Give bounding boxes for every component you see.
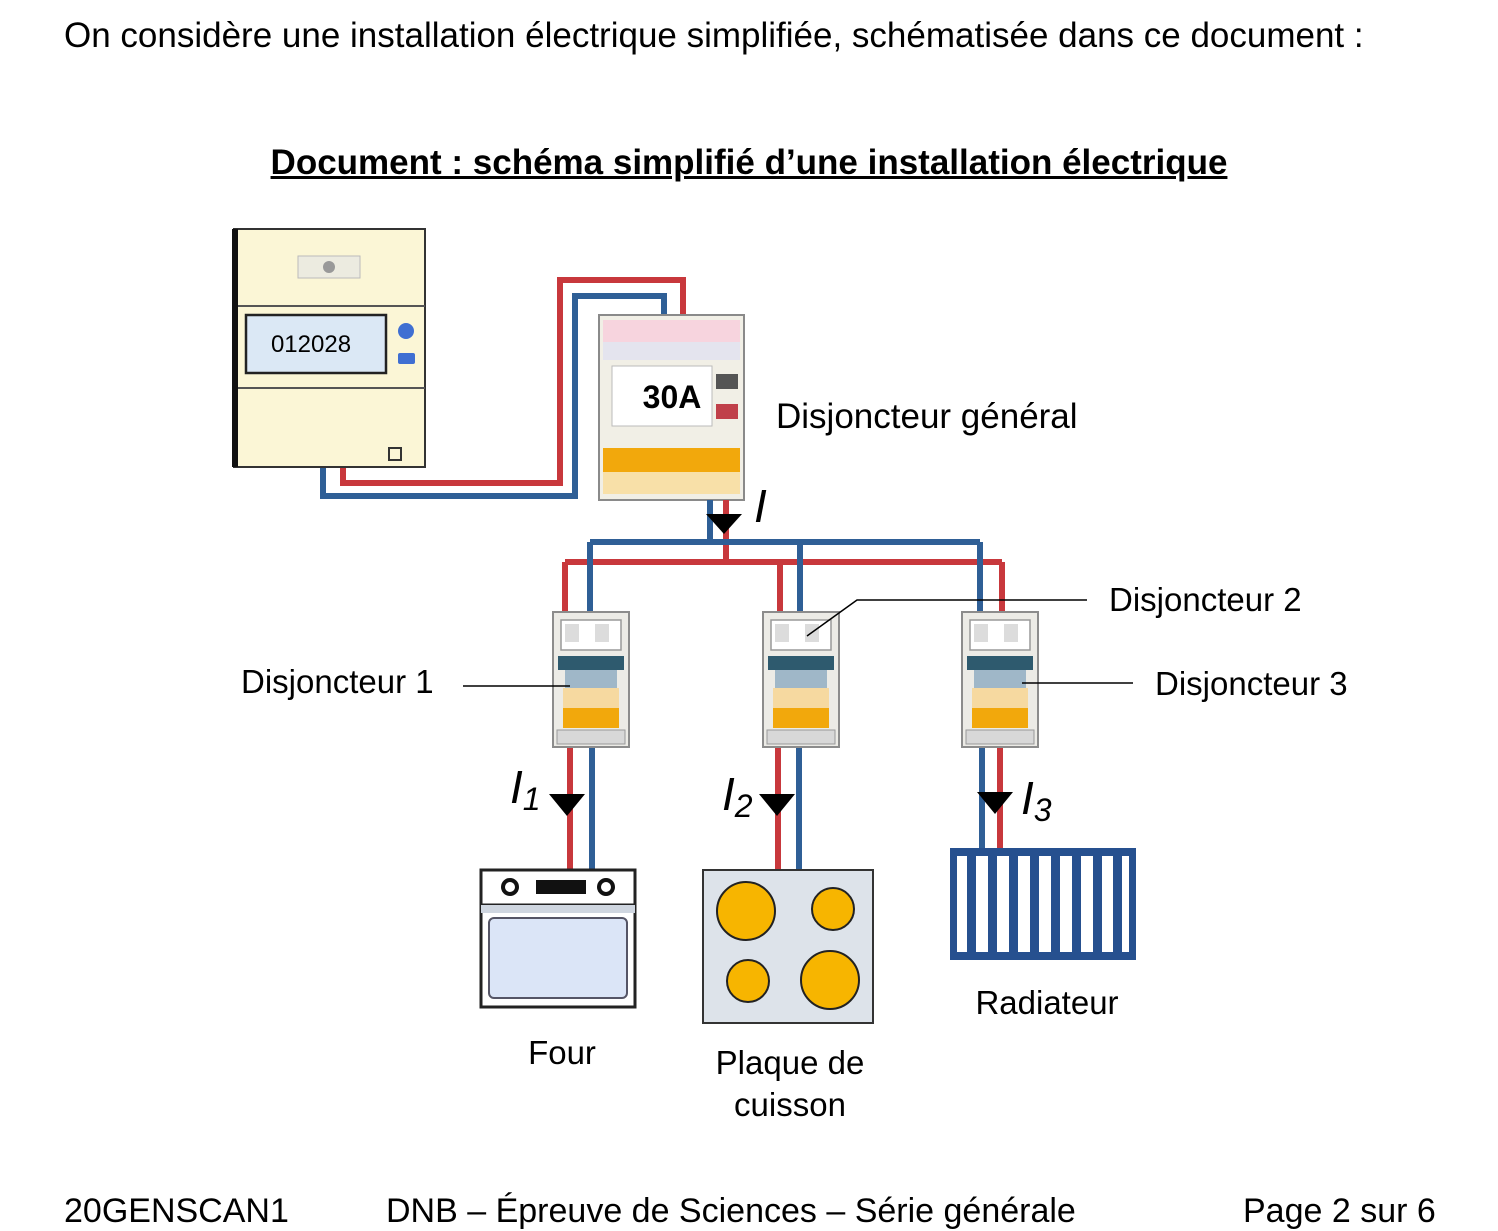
- footer-page: Page 2 sur 6: [1243, 1192, 1436, 1230]
- electric-meter: 012028: [232, 228, 426, 468]
- current-arrow-2: [759, 794, 795, 816]
- hob-label-line1: Plaque de: [716, 1044, 865, 1081]
- hob-label-line2: cuisson: [734, 1086, 846, 1123]
- current-total-label: I: [754, 480, 767, 532]
- footer-code: 20GENSCAN1: [64, 1192, 289, 1230]
- distribution-wires: [562, 500, 1005, 870]
- radiator-label: Radiateur: [975, 984, 1118, 1021]
- footer-exam: DNB – Épreuve de Sciences – Série généra…: [386, 1192, 1076, 1230]
- current-arrow-3: [977, 792, 1013, 814]
- intro-text: On considère une installation électrique…: [64, 16, 1364, 55]
- breaker-2: [762, 611, 840, 748]
- current-arrow-1: [549, 794, 585, 816]
- oven-label: Four: [528, 1034, 596, 1071]
- oven: [479, 868, 637, 1009]
- main-breaker-label: Disjoncteur général: [776, 397, 1078, 436]
- current-arrow-total: [706, 514, 742, 534]
- feed-wires: [320, 277, 686, 499]
- leader-lines: [463, 599, 1133, 687]
- current-2-label: I2: [722, 768, 753, 824]
- meter-reading: 012028: [271, 331, 351, 358]
- current-3-label: I3: [1021, 772, 1052, 828]
- document-title: Document : schéma simplifié d’une instal…: [270, 143, 1228, 182]
- main-breaker: 30A: [598, 314, 745, 501]
- breaker-1: [552, 611, 630, 748]
- breaker-1-label: Disjoncteur 1: [241, 663, 434, 700]
- breaker-3-label: Disjoncteur 3: [1155, 665, 1348, 702]
- radiator: [950, 848, 1136, 960]
- breaker-2-label: Disjoncteur 2: [1109, 581, 1302, 618]
- main-breaker-rating: 30A: [643, 379, 702, 415]
- current-1-label: I1: [510, 761, 541, 817]
- breaker-3: [961, 611, 1039, 748]
- hob: [702, 869, 874, 1024]
